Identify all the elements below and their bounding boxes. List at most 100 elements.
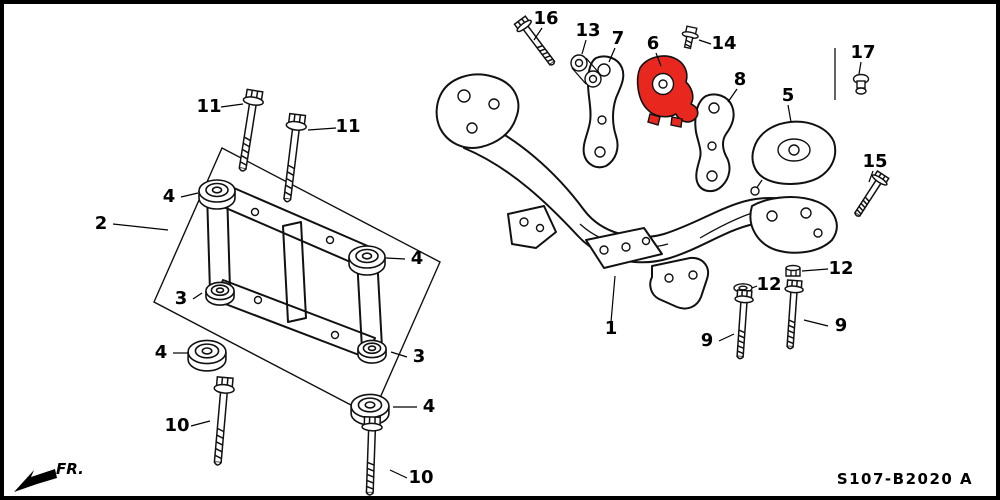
part-6-engine-mount-highlighted xyxy=(636,55,699,128)
leader-line-9a xyxy=(718,333,735,342)
callout-label-13: 13 xyxy=(575,20,600,41)
callout-label-3a: 3 xyxy=(175,288,188,309)
callout-label-3b: 3 xyxy=(413,346,426,367)
callout-label-11a: 11 xyxy=(196,96,221,117)
part-5-side-mount xyxy=(750,120,837,196)
leader-line-7 xyxy=(608,47,616,63)
leader-line-13 xyxy=(581,39,587,55)
plate-hole xyxy=(641,236,651,246)
part-10-bolt xyxy=(358,415,384,497)
leader-line-12a xyxy=(751,285,758,289)
callout-label-9a: 9 xyxy=(701,330,714,351)
callout-label-5: 5 xyxy=(782,85,795,106)
callout-label-4d: 4 xyxy=(423,396,436,417)
callout-label-12a: 12 xyxy=(756,274,781,295)
front-crossmember-assembly xyxy=(435,14,891,361)
leader-line-6 xyxy=(655,52,662,67)
subframe-hole xyxy=(250,207,260,217)
callout-label-2: 2 xyxy=(95,213,108,234)
leader-line-8 xyxy=(727,88,738,103)
leader-line-10a xyxy=(190,420,211,427)
callout-label-4a: 4 xyxy=(163,186,176,207)
callout-label-14: 14 xyxy=(711,33,736,54)
leader-line-11a xyxy=(220,103,244,108)
part-13-link xyxy=(570,54,602,88)
part-4-mount-rubber xyxy=(187,339,227,372)
pad-hole xyxy=(519,217,529,227)
part-5-stud xyxy=(750,186,760,196)
leader-line-10b xyxy=(389,469,408,479)
subframe-hole xyxy=(325,235,335,245)
leader-line-14 xyxy=(698,39,712,45)
callout-labels: 16 13 7 6 14 17 8 5 11 11 15 2 4 4 12 12… xyxy=(95,8,888,488)
leader-line-1 xyxy=(610,275,616,323)
fork-hole xyxy=(688,270,698,280)
crossmember-fork-bracket xyxy=(649,256,709,310)
crossmember-left-pad xyxy=(507,205,557,249)
callout-label-11b: 11 xyxy=(335,116,360,137)
part-10-bolt xyxy=(206,375,237,467)
part-3-mount-rubber xyxy=(357,339,387,364)
plate-hole xyxy=(621,242,631,252)
leader-line-12b xyxy=(801,268,829,272)
callout-label-4c: 4 xyxy=(155,342,168,363)
crossmember-left-plate xyxy=(435,73,520,149)
callout-label-6: 6 xyxy=(647,33,660,54)
plate-hole xyxy=(800,207,812,219)
plate-hole xyxy=(457,89,471,103)
callout-label-17: 17 xyxy=(850,42,875,63)
callout-label-15: 15 xyxy=(862,151,887,172)
callout-label-10a: 10 xyxy=(164,415,189,436)
pad-hole xyxy=(535,223,545,233)
front-direction-arrow-icon xyxy=(14,469,57,492)
leader-line-2 xyxy=(112,223,169,231)
part-6-mount-tab xyxy=(647,113,661,126)
front-direction-label: FR. xyxy=(56,460,84,478)
callout-label-10b: 10 xyxy=(408,467,433,488)
part-11-bolt xyxy=(276,112,309,204)
crossmember-right-plate xyxy=(749,196,838,254)
leader-line-15 xyxy=(868,170,874,183)
part-11-bolt xyxy=(231,88,266,174)
callout-label-1: 1 xyxy=(605,318,618,339)
part-9-bolt xyxy=(780,279,805,351)
leader-line-3b xyxy=(390,351,408,358)
leader-line-17 xyxy=(858,61,862,75)
leader-line-4a xyxy=(180,192,199,198)
bracket-hole xyxy=(707,141,717,151)
leader-line-4b xyxy=(385,257,406,260)
part-3-mount-rubber xyxy=(205,281,235,306)
callout-label-8: 8 xyxy=(734,69,747,90)
part-4-mount-rubber xyxy=(198,179,236,210)
callout-label-9b: 9 xyxy=(835,315,848,336)
bracket-hole xyxy=(597,63,611,77)
front-direction-marker: FR. xyxy=(14,460,84,492)
leader-line-16 xyxy=(533,27,543,41)
plate-hole xyxy=(466,122,478,134)
leader-line-9b xyxy=(803,319,829,327)
drawing-code: S107-B2020 A xyxy=(837,470,973,488)
leader-lines xyxy=(112,27,874,479)
bracket-hole xyxy=(594,146,606,158)
fork-hole xyxy=(664,273,674,283)
part-9-bolt xyxy=(730,289,755,361)
plate-hole xyxy=(599,245,609,255)
plate-hole xyxy=(766,210,778,222)
callout-label-12b: 12 xyxy=(828,258,853,279)
plate-hole xyxy=(813,228,823,238)
callout-label-7: 7 xyxy=(612,28,625,49)
bracket-hole xyxy=(597,115,607,125)
part-15-bolt xyxy=(848,169,891,221)
part-14-bolt xyxy=(681,25,699,50)
bracket-hole xyxy=(708,102,720,114)
leader-line-5 xyxy=(787,104,792,123)
callout-label-4b: 4 xyxy=(411,248,424,269)
bracket-hole xyxy=(706,170,718,182)
subframe-hole xyxy=(330,330,340,340)
leader-line-11b xyxy=(307,127,337,131)
rear-subframe-assembly xyxy=(153,88,441,497)
callout-label-16: 16 xyxy=(533,8,558,29)
